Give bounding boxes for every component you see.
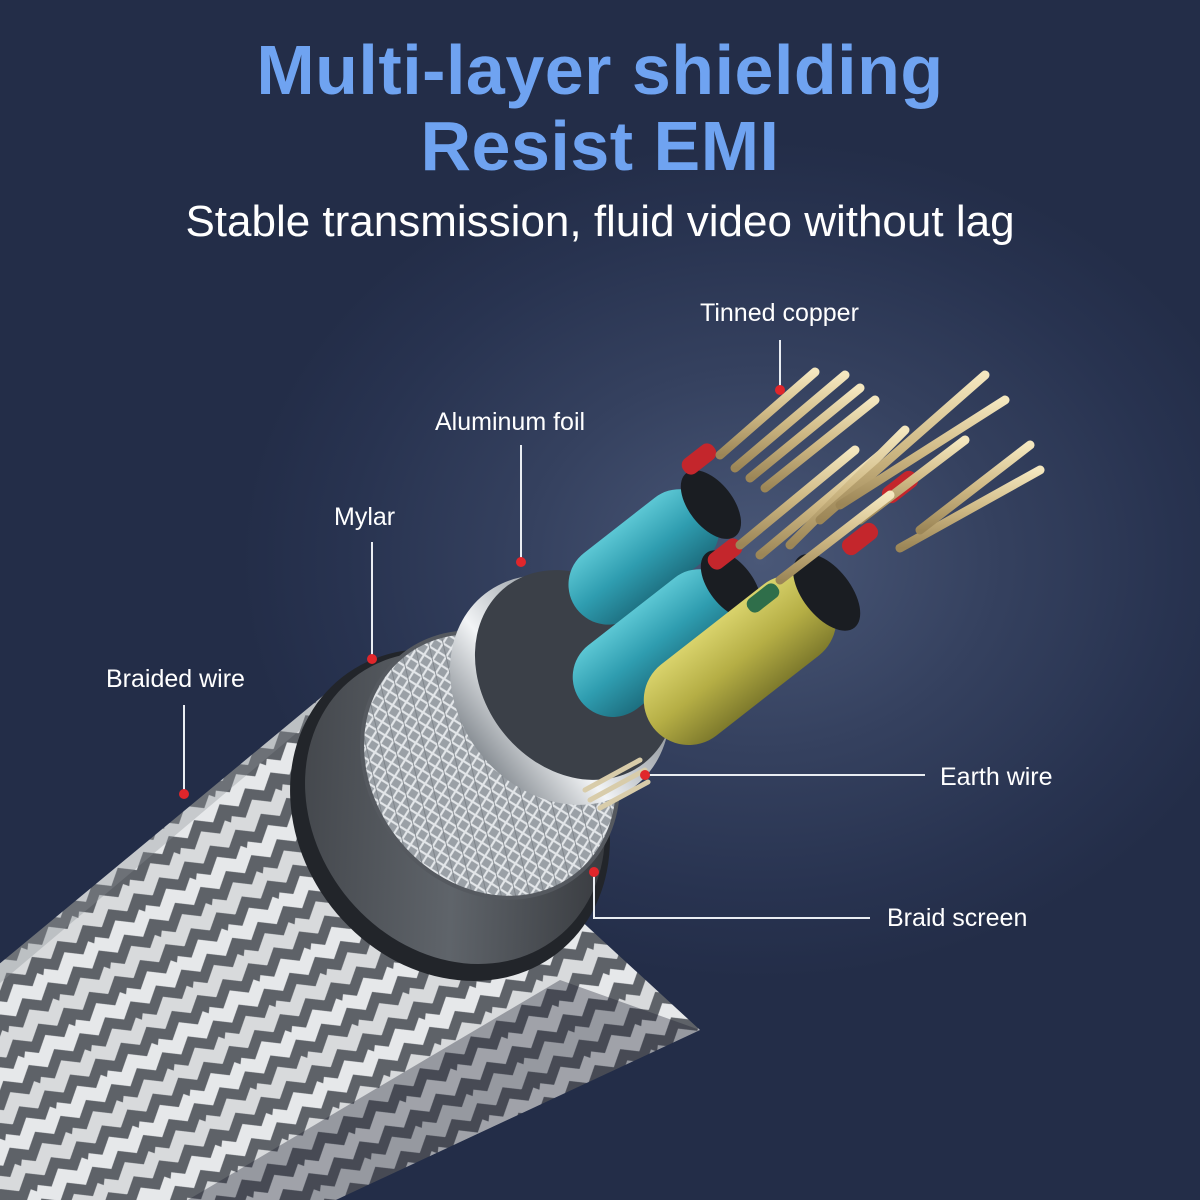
callout-leaders: [183, 340, 925, 919]
label-aluminum-foil: Aluminum foil: [435, 408, 586, 436]
label-mylar: Mylar: [334, 503, 396, 531]
earth-wire-strands: [582, 757, 651, 811]
callout-markers: [179, 385, 785, 877]
subtitle: Stable transmission, fluid video without…: [185, 197, 1015, 246]
label-tinned-copper: Tinned copper: [700, 299, 859, 327]
headline-line-2: Resist EMI: [420, 107, 780, 185]
label-braid-screen: Braid screen: [887, 904, 1028, 932]
tinned-copper-strands: [715, 367, 1045, 585]
headline-line-1: Multi-layer shielding: [256, 31, 944, 109]
label-braided-wire: Braided wire: [106, 665, 245, 693]
label-earth-wire: Earth wire: [940, 763, 1053, 791]
braided-jacket: [0, 690, 700, 1200]
inner-cores: [568, 443, 919, 746]
